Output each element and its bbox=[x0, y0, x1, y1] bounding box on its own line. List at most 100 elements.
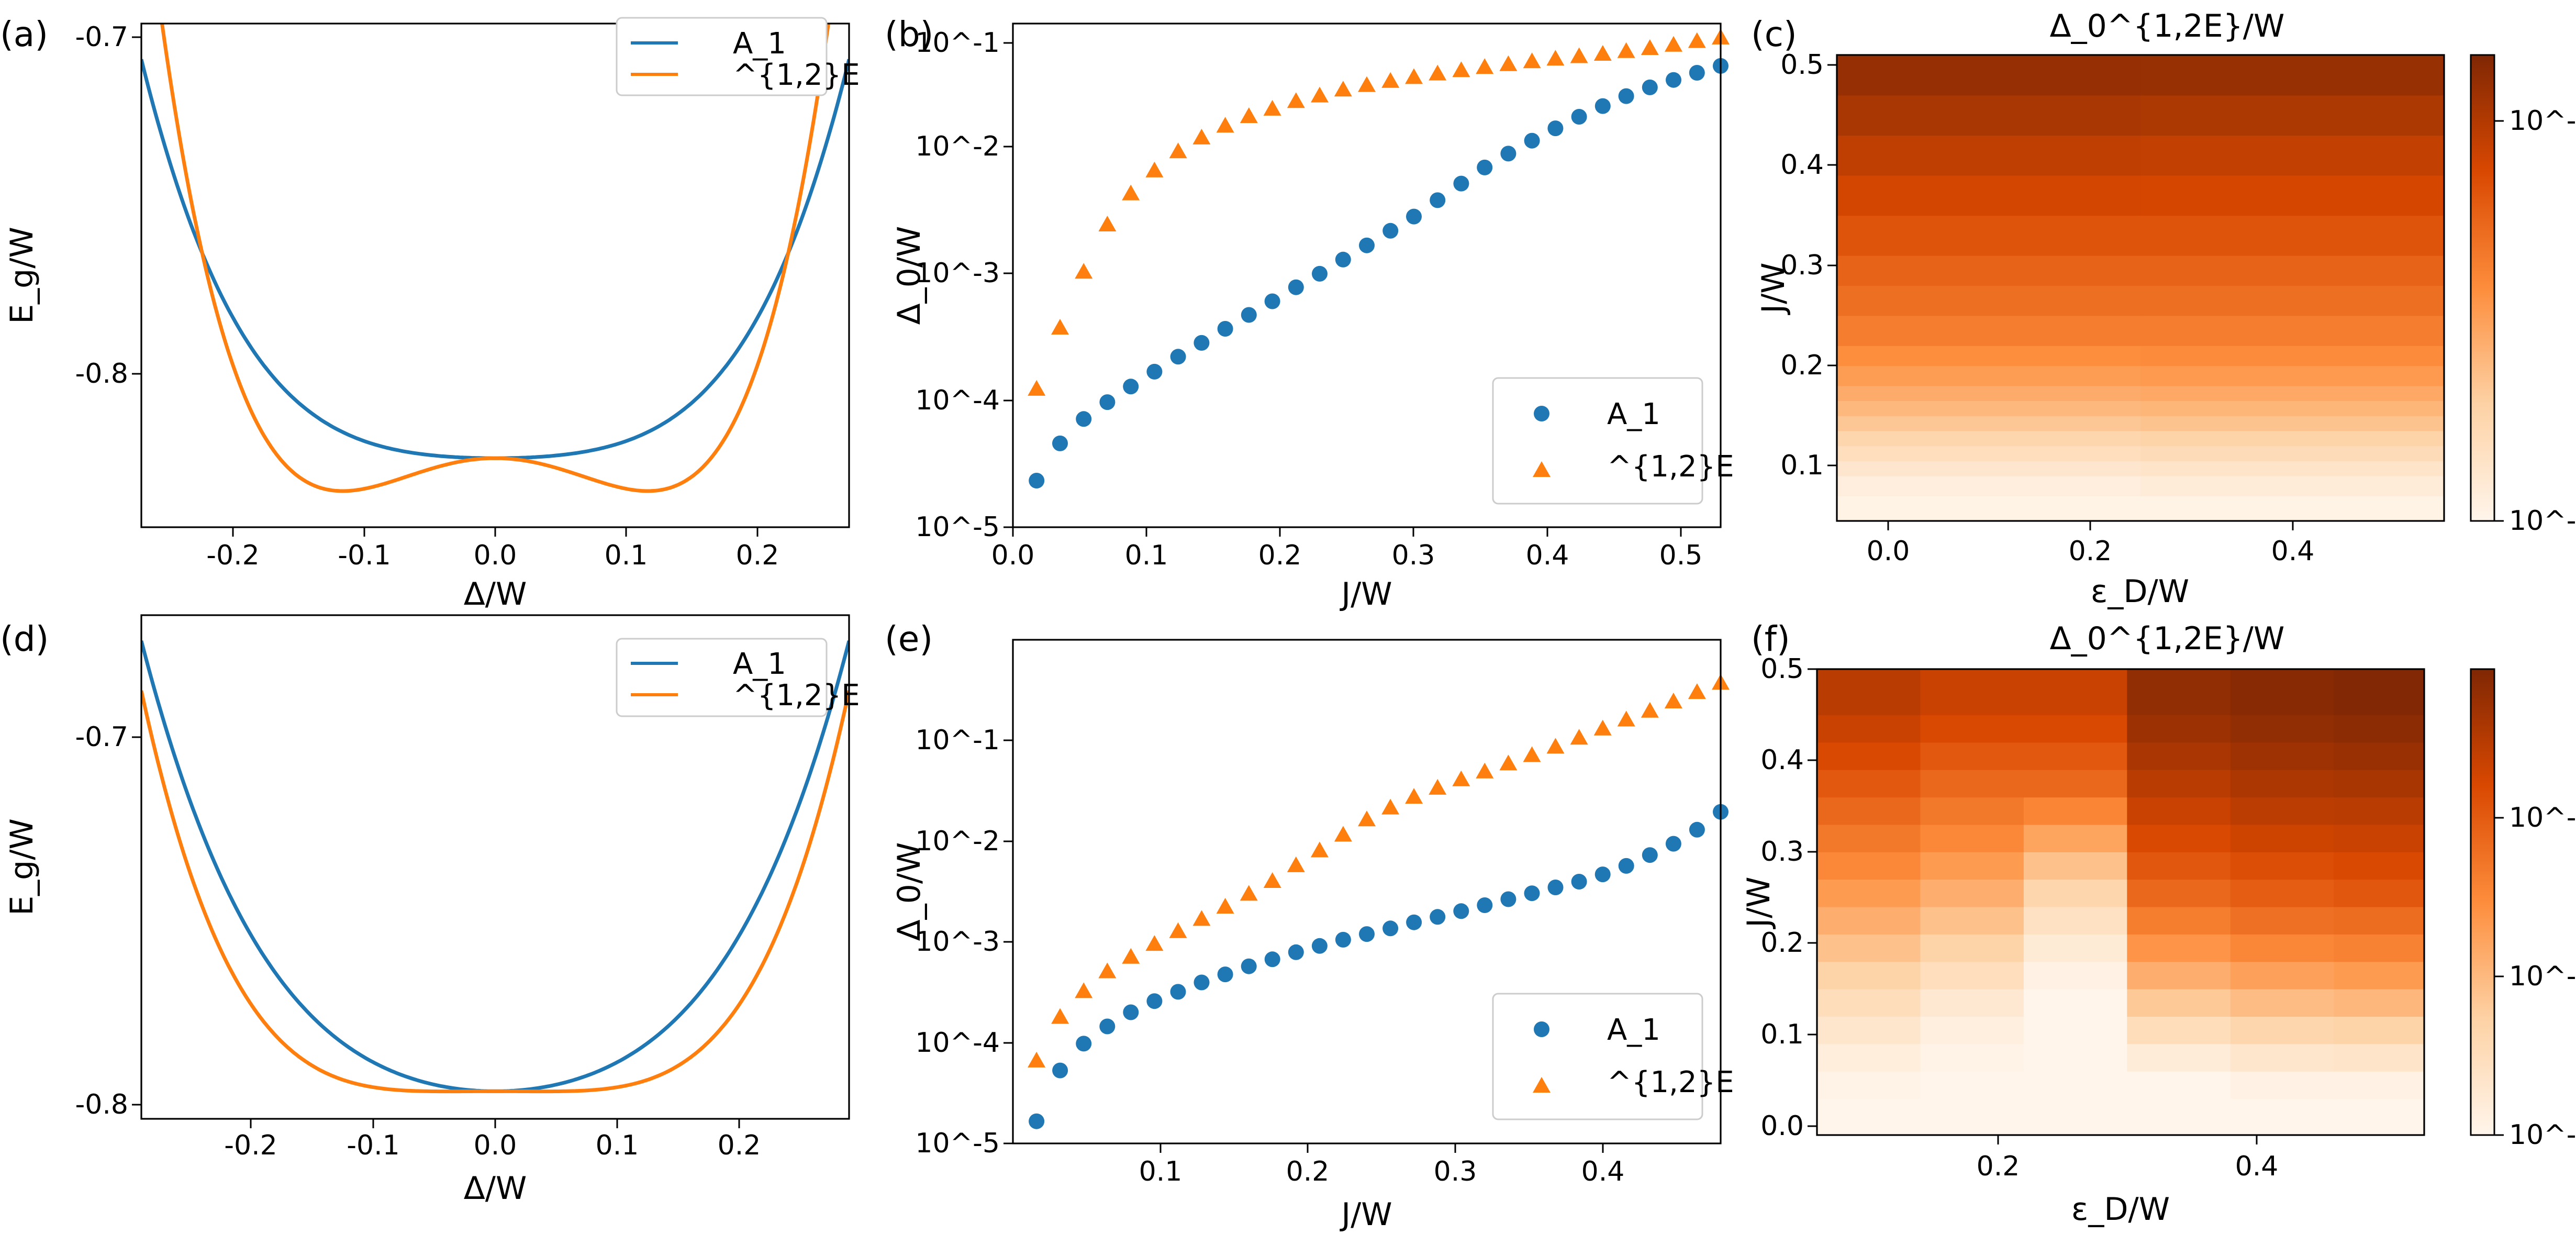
panel-c-frame bbox=[1836, 54, 2445, 522]
data-point-a1 bbox=[1666, 72, 1681, 88]
heatmap-cell bbox=[2127, 797, 2231, 825]
y-tick-label: 10^-4 bbox=[915, 1027, 1000, 1059]
data-point-e bbox=[1334, 826, 1352, 842]
data-point-e bbox=[1523, 52, 1541, 69]
data-point-a1 bbox=[1052, 435, 1068, 451]
x-tick-label: 0.4 bbox=[1526, 540, 1569, 571]
y-tick-label: 0.2 bbox=[1780, 350, 1824, 381]
data-point-e bbox=[1028, 380, 1046, 396]
panel-b: (b) 0.0 0.1 0.2 0.3 0.4 0.5 10^-5 10^-4 … bbox=[885, 14, 1734, 613]
heatmap-cell bbox=[1817, 1071, 1921, 1099]
y-tick-label: 0.3 bbox=[1760, 836, 1804, 868]
heatmap-cell bbox=[2127, 770, 2231, 798]
data-point-e bbox=[1665, 36, 1682, 52]
data-point-a1 bbox=[1241, 958, 1257, 974]
panel-label-d: (d) bbox=[0, 619, 49, 659]
heatmap-cell bbox=[2230, 906, 2334, 935]
heatmap-cell bbox=[2127, 1016, 2231, 1044]
heatmap-cell bbox=[2334, 1016, 2425, 1044]
heatmap-cell bbox=[2127, 1043, 2231, 1072]
heatmap-cell bbox=[2127, 988, 2231, 1017]
data-point-a1 bbox=[1170, 984, 1186, 1000]
heatmap-cell bbox=[1817, 879, 1921, 907]
heatmap-cell bbox=[1920, 715, 2024, 743]
data-point-a1 bbox=[1099, 1018, 1116, 1035]
panel-a-xlabel: Δ/W bbox=[464, 576, 527, 613]
legend-swatch-a1 bbox=[1534, 1021, 1549, 1037]
data-point-a1 bbox=[1689, 65, 1705, 81]
heatmap-cell bbox=[2023, 1016, 2128, 1044]
y-tick-label: 10^-5 bbox=[915, 512, 1000, 543]
data-point-a1 bbox=[1217, 321, 1233, 337]
data-point-e bbox=[1499, 754, 1518, 771]
heatmap-cell bbox=[2127, 742, 2231, 770]
data-point-e bbox=[1334, 81, 1352, 97]
panel-e-legend: A_1 ^{1,2}E bbox=[1492, 993, 1734, 1120]
x-tick-label: 0.1 bbox=[1125, 540, 1168, 571]
y-tick-label: 0.0 bbox=[1760, 1110, 1804, 1142]
heatmap-cell bbox=[2230, 1043, 2334, 1072]
heatmap-cell bbox=[1817, 824, 1921, 852]
panel-a-y-ticks: -0.7 -0.8 bbox=[75, 21, 141, 390]
heatmap-cell bbox=[2140, 255, 2445, 286]
data-point-e bbox=[1122, 948, 1140, 964]
panel-f-title: Δ_0^{1,2E}/W bbox=[2050, 620, 2285, 657]
data-point-a1 bbox=[1335, 931, 1351, 948]
data-point-a1 bbox=[1288, 279, 1304, 295]
data-point-a1 bbox=[1477, 159, 1493, 175]
heatmap-cell bbox=[2140, 446, 2445, 461]
y-tick-label: 10^-1 bbox=[915, 27, 1000, 59]
panel-e-y-ticks: 10^-5 10^-4 10^-3 10^-2 10^-1 bbox=[915, 725, 1013, 1159]
heatmap-cell bbox=[2127, 879, 2231, 907]
colorbar-tick-label: 10^-4 bbox=[2509, 1119, 2576, 1151]
series-line-e bbox=[160, 24, 831, 493]
panel-f-colorbar bbox=[2470, 668, 2495, 1136]
heatmap-cell bbox=[2230, 742, 2334, 770]
heatmap-cell bbox=[2023, 742, 2128, 770]
heatmap-cell bbox=[2334, 742, 2425, 770]
heatmap-cell bbox=[2023, 988, 2128, 1017]
heatmap-cell bbox=[2230, 961, 2334, 990]
panel-a-legend: A_1 ^{1,2}E bbox=[616, 17, 860, 96]
data-point-e bbox=[1263, 872, 1281, 888]
heatmap-cell bbox=[2023, 824, 2128, 852]
data-point-e bbox=[1405, 788, 1423, 804]
data-point-e bbox=[1641, 702, 1659, 718]
data-point-e bbox=[1240, 885, 1258, 901]
heatmap-cell bbox=[2140, 496, 2445, 521]
data-point-e bbox=[1358, 810, 1376, 827]
data-point-a1 bbox=[1642, 79, 1658, 95]
heatmap-cell bbox=[1817, 852, 1921, 880]
legend-label-a1: A_1 bbox=[1607, 1013, 1660, 1047]
data-point-e bbox=[1593, 719, 1612, 736]
data-point-a1 bbox=[1146, 993, 1163, 1009]
panel-a-frame bbox=[140, 23, 850, 528]
heatmap-cell bbox=[1837, 430, 2141, 447]
panel-label-f: (f) bbox=[1751, 619, 1790, 659]
x-tick-label: 0.1 bbox=[596, 1130, 639, 1161]
legend-box bbox=[1492, 993, 1703, 1120]
x-tick-label: 0.4 bbox=[1581, 1156, 1625, 1187]
legend-swatch-a1 bbox=[1534, 406, 1549, 421]
heatmap-cell bbox=[2023, 1071, 2128, 1099]
panel-c-ylabel: J/W bbox=[1755, 262, 1792, 315]
data-point-e bbox=[1216, 898, 1234, 914]
data-point-a1 bbox=[1194, 974, 1210, 991]
heatmap-cell bbox=[1817, 1016, 1921, 1044]
heatmap-cell bbox=[2334, 906, 2425, 935]
heatmap-cell bbox=[2140, 346, 2445, 366]
x-tick-label: 0.2 bbox=[718, 1130, 761, 1161]
data-point-a1 bbox=[1594, 866, 1611, 883]
heatmap-cell bbox=[1817, 906, 1921, 935]
panel-e-frame bbox=[1012, 639, 1722, 1144]
heatmap-cell bbox=[2140, 416, 2445, 431]
y-tick-label: -0.7 bbox=[75, 721, 128, 753]
heatmap-cell bbox=[1837, 385, 2141, 402]
colorbar-tick-label: 10^-2 bbox=[2509, 802, 2576, 833]
series-line-e bbox=[141, 690, 849, 1094]
data-point-e bbox=[1405, 68, 1423, 84]
heatmap-cell bbox=[2023, 770, 2128, 798]
x-tick-label: 0.4 bbox=[2235, 1151, 2279, 1182]
heatmap-cell bbox=[2023, 961, 2128, 990]
